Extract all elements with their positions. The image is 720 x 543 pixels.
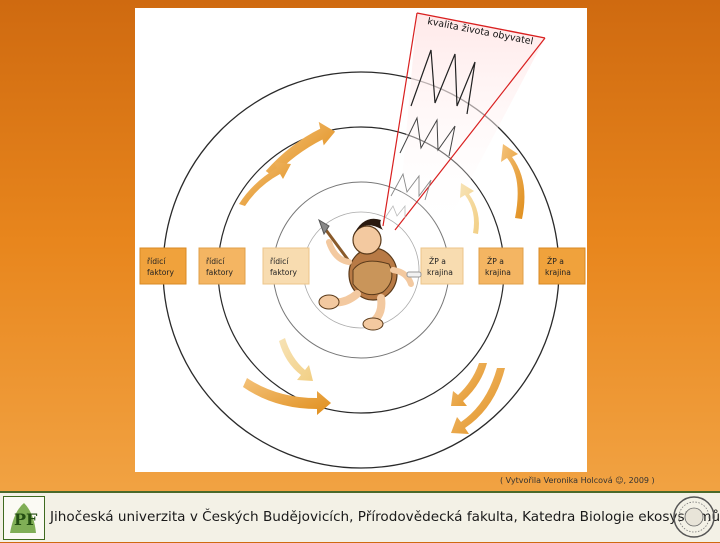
left-box-middle: řídicí faktory (199, 248, 245, 284)
svg-text:PF: PF (14, 510, 38, 529)
svg-text:řídicí: řídicí (206, 257, 225, 266)
svg-text:řídicí: řídicí (147, 257, 166, 266)
diagram-panel: kvalita života obyvatel řídicí (135, 8, 587, 472)
university-seal (672, 495, 716, 539)
footer-bar: PF Jihočeská univerzita v Českých Budějo… (0, 491, 720, 542)
svg-text:krajina: krajina (485, 268, 511, 277)
svg-text:faktory: faktory (270, 268, 297, 277)
left-boxes: řídicí faktory řídicí faktory řídicí fak… (140, 248, 309, 284)
svg-text:krajina: krajina (545, 268, 571, 277)
caveman-figure (319, 219, 421, 330)
right-box-inner: ŽP a krajina (421, 248, 463, 284)
left-box-outer: řídicí faktory (140, 248, 186, 284)
svg-text:faktory: faktory (147, 268, 174, 277)
right-box-middle: ŽP a krajina (479, 248, 523, 284)
right-box-outer: ŽP a krajina (539, 248, 585, 284)
diagram-svg: kvalita života obyvatel řídicí (135, 8, 587, 472)
credit-text: ( Vytvořila Veronika Holcová ☺, 2009 ) (500, 476, 700, 485)
right-boxes: ŽP a krajina ŽP a krajina ŽP a krajina (421, 248, 585, 284)
footer-text: Jihočeská univerzita v Českých Budějovic… (50, 509, 670, 525)
svg-text:faktory: faktory (206, 268, 233, 277)
svg-text:ŽP a: ŽP a (429, 257, 446, 266)
svg-text:ŽP a: ŽP a (547, 257, 564, 266)
faculty-logo: PF (3, 496, 45, 540)
svg-text:krajina: krajina (427, 268, 453, 277)
svg-text:řídicí: řídicí (270, 257, 289, 266)
left-box-inner: řídicí faktory (263, 248, 309, 284)
svg-text:ŽP a: ŽP a (487, 257, 504, 266)
